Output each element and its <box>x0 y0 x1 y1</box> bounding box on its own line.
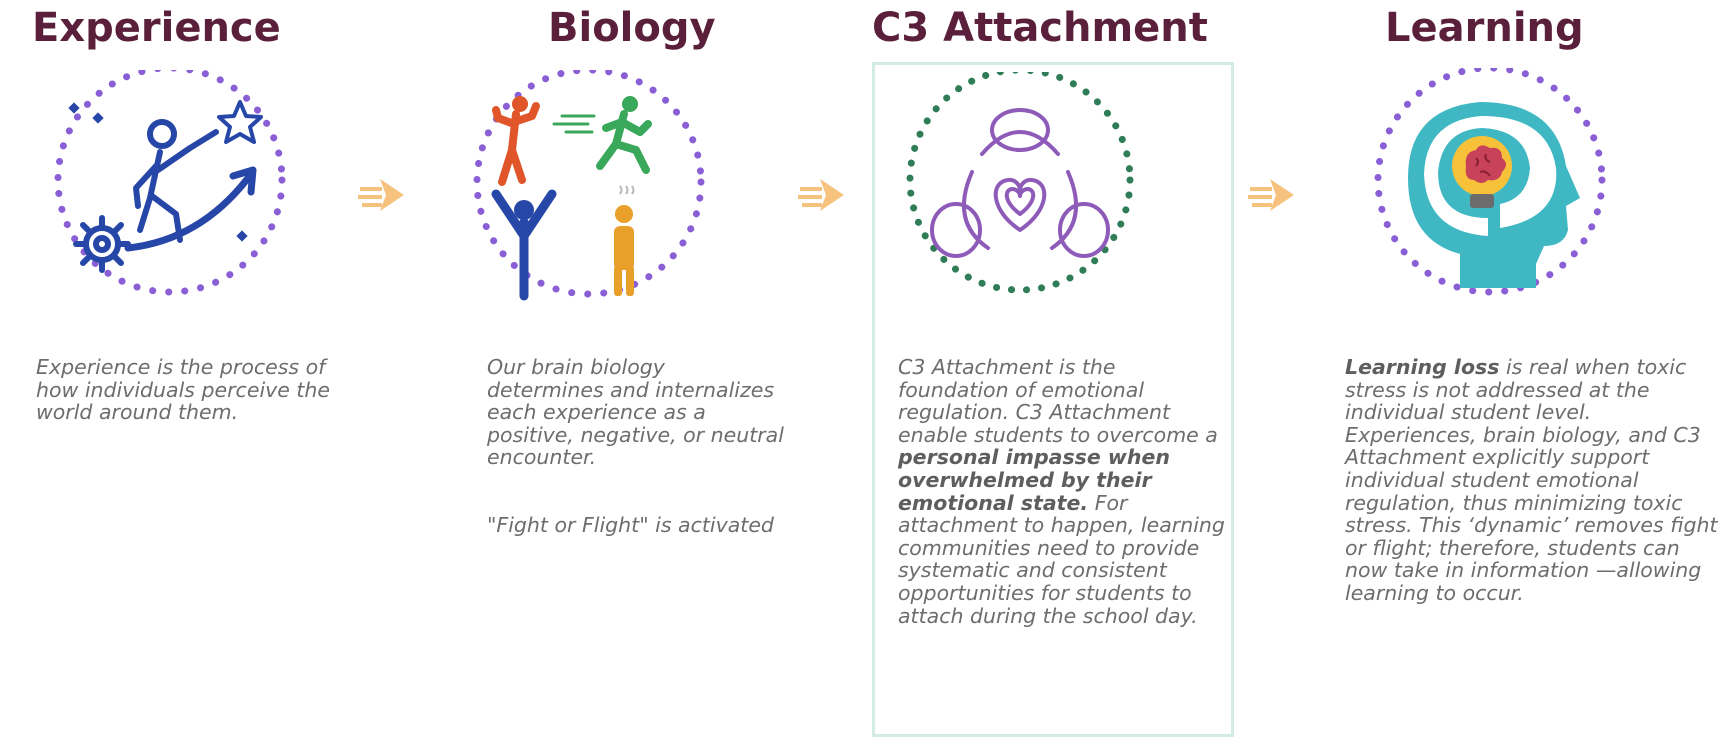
experience-icon <box>54 70 286 296</box>
attachment-title: C3 Attachment <box>872 5 1208 51</box>
fight-figure <box>492 96 540 186</box>
attachment-icon <box>906 72 1134 294</box>
neutral-figure <box>614 185 635 296</box>
freeze-figure <box>491 189 557 301</box>
experience-description: Experience is the process of how individ… <box>36 355 331 425</box>
attachment-description-start: C3 Attachment is the foundation of emoti… <box>898 355 1218 447</box>
arrow-right-icon <box>798 179 844 211</box>
arrow-right-icon <box>358 179 404 211</box>
attachment-highlight-box <box>872 62 1234 737</box>
learning-description-bold: Learning loss <box>1345 355 1500 379</box>
biology-title: Biology <box>548 5 716 51</box>
learning-description: Learning loss is real when toxic stress … <box>1345 356 1725 605</box>
biology-figures-icon <box>473 70 705 301</box>
biology-description-text: Our brain biology determines and interna… <box>487 355 784 470</box>
flight-figure <box>596 96 652 174</box>
biology-note: "Fight or Flight" is activated <box>487 512 774 537</box>
attachment-description-bold: personal impasse when overwhelmed by the… <box>898 445 1170 515</box>
attachment-description-end: For attachment to happen, learning commu… <box>898 490 1225 628</box>
biology-description: Our brain biology determines and interna… <box>487 356 787 537</box>
learning-head-icon <box>1374 68 1606 296</box>
learning-title: Learning <box>1385 5 1584 51</box>
attachment-description: C3 Attachment is the foundation of emoti… <box>898 356 1228 627</box>
experience-title: Experience <box>32 5 281 51</box>
learning-description-end: is real when toxic stress is not address… <box>1345 355 1718 605</box>
arrow-right-icon <box>1248 179 1294 211</box>
